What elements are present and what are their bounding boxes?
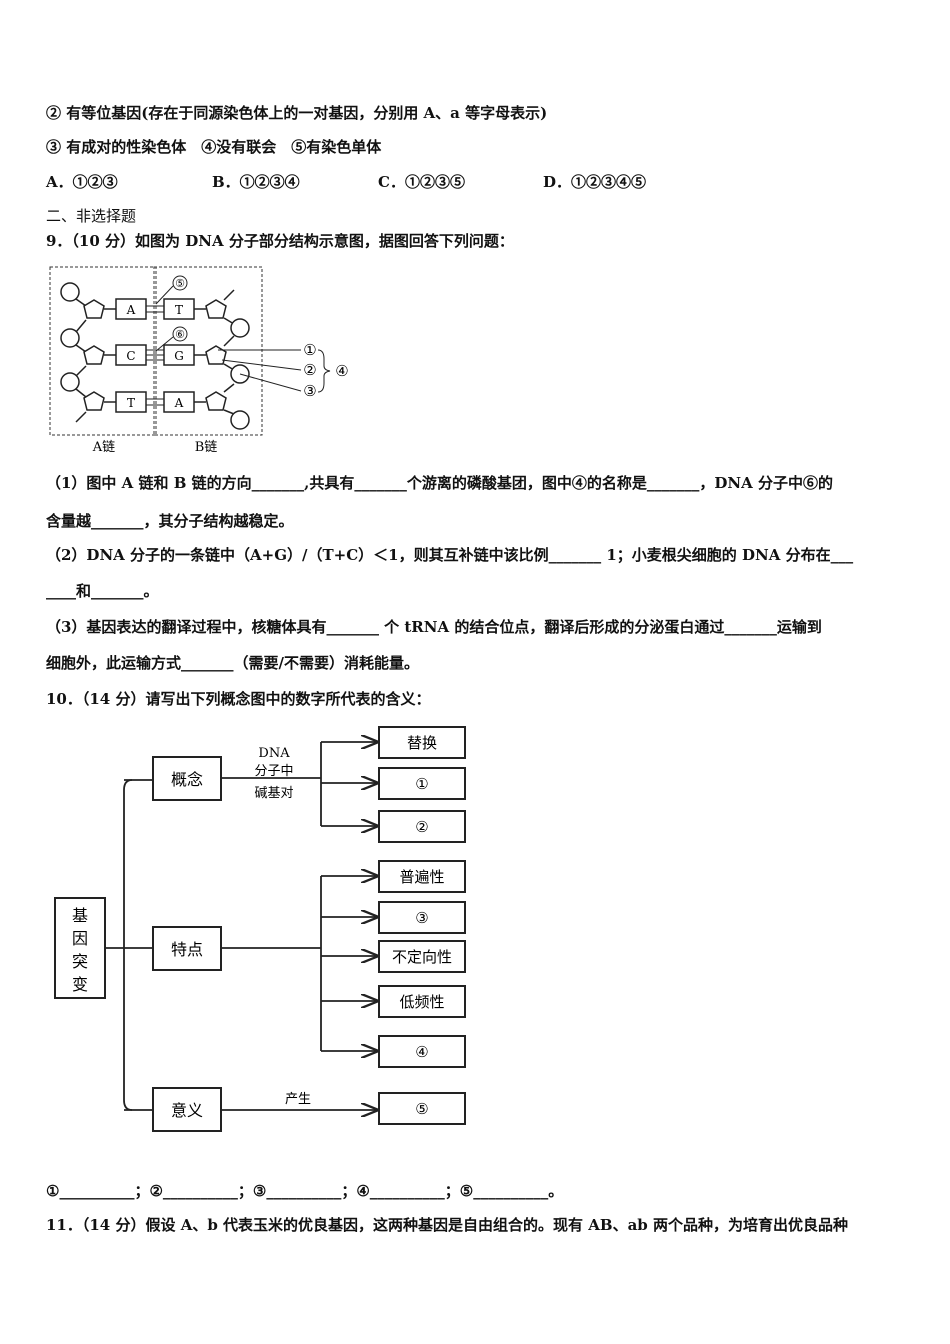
root-char-2: 因	[72, 929, 88, 948]
phosphate-circle	[230, 318, 250, 338]
q9-stem: 9．（10 分）如图为 DNA 分子部分结构示意图，据图回答下列问题：	[46, 232, 514, 250]
q8-statement-3: ③ 有成对的性染色体 ④没有联会 ⑤有染色单体	[46, 138, 382, 156]
feature-item-universal: 普遍性	[399, 868, 444, 886]
phosphate-circle	[230, 410, 250, 430]
dna-label-3: 碱基对	[254, 786, 293, 801]
q10-stem: 10．（14 分）请写出下列概念图中的数字所代表的含义：	[46, 690, 431, 708]
base-a-2: C	[126, 349, 135, 363]
deoxyribose-pentagon	[83, 345, 105, 365]
meaning-label: 意义	[171, 1101, 203, 1120]
root-char-3: 突	[72, 952, 88, 971]
q9-part3-line2: 细胞外，此运输方式_______（需要/不需要）消耗能量。	[46, 654, 419, 672]
section-heading: 二、非选择题	[46, 207, 137, 225]
concept-label: 概念	[171, 770, 203, 789]
label-6: ⑥	[175, 328, 185, 341]
deoxyribose-pentagon	[205, 299, 227, 319]
phosphate-circle	[60, 372, 80, 392]
feature-item-3: ③	[415, 909, 428, 927]
label-2: ②	[303, 361, 316, 379]
phosphate-circle	[60, 282, 80, 302]
q9-part1-line2: 含量越_______，其分子结构越稳定。	[46, 512, 294, 530]
base-b-2: G	[174, 349, 184, 363]
feature-item-random: 不定向性	[392, 948, 452, 966]
q10-answer-blanks: ①__________；②__________；③__________；④___…	[46, 1182, 564, 1200]
base-a-1: A	[126, 303, 136, 317]
feature-item-low-freq: 低频性	[399, 993, 444, 1011]
deoxyribose-pentagon	[83, 299, 105, 319]
q9-part1-line1: （1）图中 A 链和 B 链的方向_______,共具有_______个游离的磷…	[46, 474, 833, 492]
q8-option-b: B．①②③④	[212, 173, 300, 191]
deoxyribose-pentagon	[205, 391, 227, 411]
dna-structure-diagram: A C T T G A ⑤ ⑥ ① ②	[49, 266, 349, 455]
q8-option-a: A．①②③	[46, 173, 118, 191]
concept-item-2: ②	[415, 818, 428, 836]
chain-b-label: B链	[195, 440, 218, 455]
label-1: ①	[303, 341, 316, 359]
deoxyribose-pentagon	[205, 345, 227, 365]
label-4: ④	[335, 362, 348, 380]
base-a-3: T	[127, 396, 135, 410]
deoxyribose-pentagon	[83, 391, 105, 411]
meaning-item-5: ⑤	[415, 1100, 428, 1118]
q9-part3-line1: （3）基因表达的翻译过程中，核糖体具有_______ 个 tRNA 的结合位点，…	[46, 618, 822, 636]
root-char-4: 变	[72, 975, 88, 994]
q8-option-d: D．①②③④⑤	[543, 173, 647, 191]
label-5: ⑤	[175, 277, 185, 290]
chain-b-frame	[153, 266, 263, 436]
base-b-3: A	[174, 396, 184, 410]
label-3: ③	[303, 382, 316, 400]
chain-a-label: A链	[92, 440, 115, 455]
feature-label: 特点	[171, 940, 203, 959]
dna-label-2: 分子中	[254, 764, 293, 779]
base-b-1: T	[175, 303, 183, 317]
q11-stem: 11．（14 分）假设 A、b 代表玉米的优良基因，这两种基因是自由组合的。现有…	[46, 1216, 849, 1234]
concept-item-1: ①	[415, 775, 428, 793]
feature-item-4: ④	[415, 1043, 428, 1061]
q8-option-c: C．①②③⑤	[378, 173, 465, 191]
q9-part2-line2: ____和_______。	[46, 582, 159, 600]
concept-item-replace: 替换	[407, 734, 437, 752]
q8-statement-2: ② 有等位基因(存在于同源染色体上的一对基因，分别用 A、a 等字母表示)	[46, 104, 548, 122]
q9-part2-line1: （2）DNA 分子的一条链中（A+G）/（T+C）＜1，则其互补链中该比例___…	[46, 546, 854, 564]
root-char-1: 基	[72, 906, 88, 925]
gene-mutation-concept-map: 基 因 突 变 概念 特点 意义 DNA 分子中 碱基对 产生 替换 ① ② 普…	[54, 726, 466, 1132]
dna-label-1: DNA	[258, 746, 290, 761]
phosphate-circle	[60, 328, 80, 348]
concept-box	[152, 756, 222, 801]
produce-label: 产生	[285, 1092, 311, 1107]
